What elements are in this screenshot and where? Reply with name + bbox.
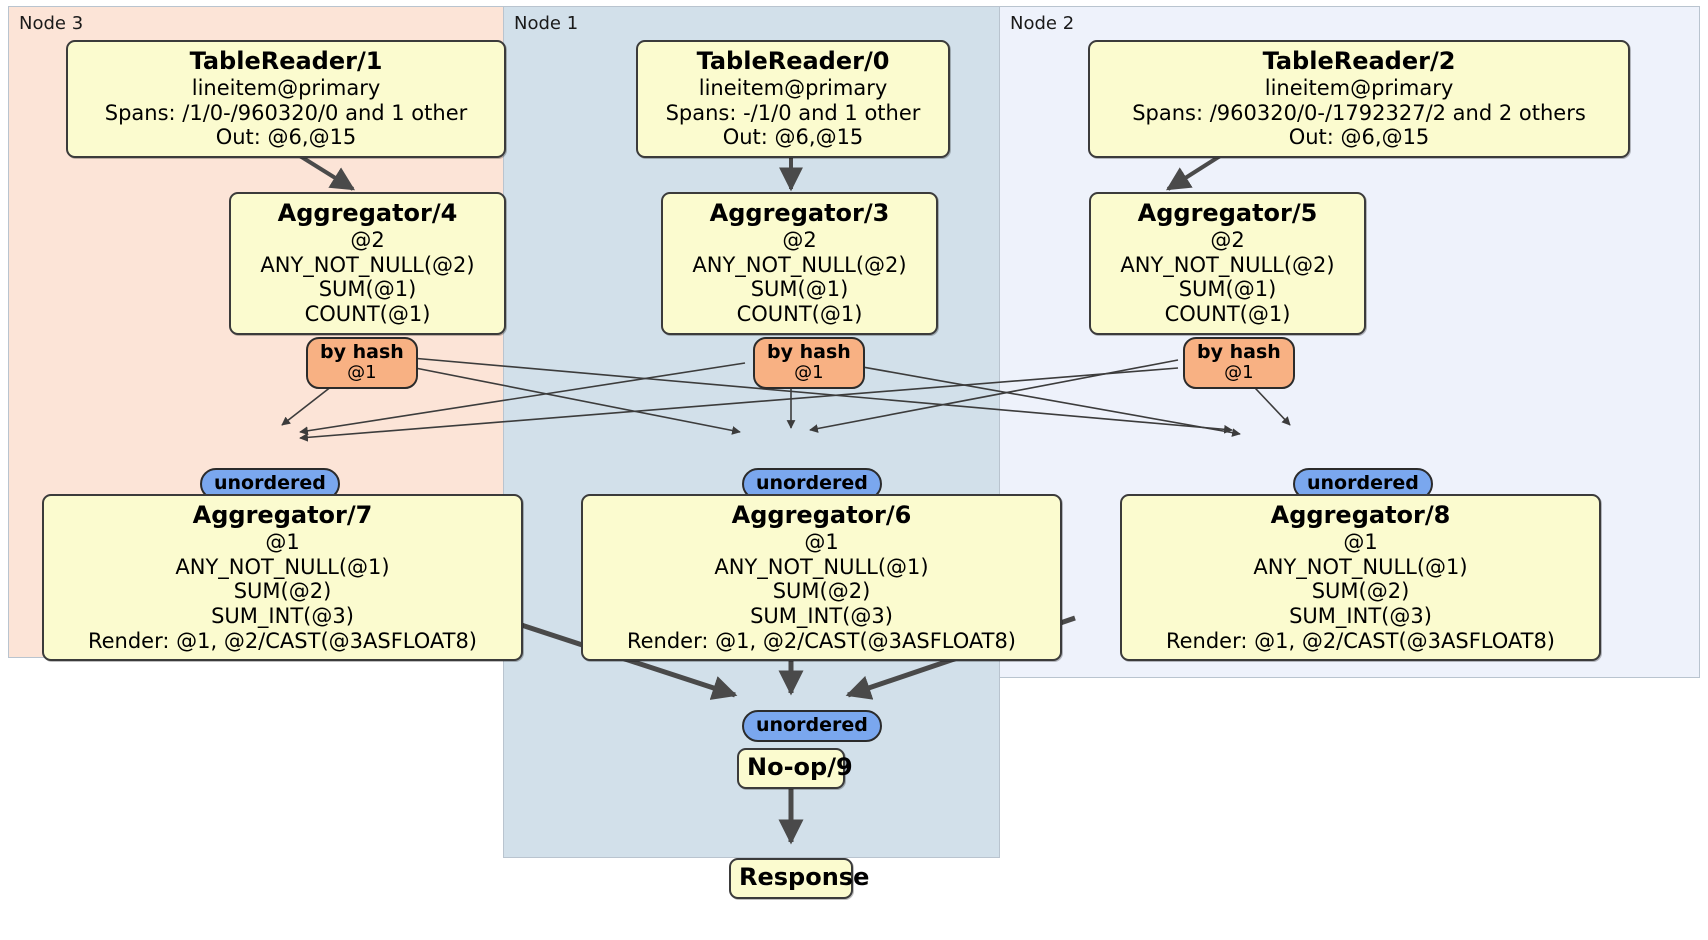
processor-detail-table: lineitem@primary bbox=[698, 76, 888, 101]
processor-detail-agg3: SUM_INT(@3) bbox=[750, 603, 893, 628]
processor-title: Aggregator/6 bbox=[731, 501, 912, 529]
processor-detail-out: Out: @6,@15 bbox=[722, 125, 864, 150]
router-column: @1 bbox=[347, 361, 377, 383]
processor-detail-spans: Spans: /1/0-/960320/0 and 1 other bbox=[104, 100, 468, 125]
processor-detail-groupcol: @1 bbox=[265, 530, 300, 555]
processor-tablereader-1[interactable]: TableReader/1 lineitem@primary Spans: /1… bbox=[66, 40, 506, 158]
router-by-hash-right[interactable]: by hash @1 bbox=[1183, 337, 1295, 389]
processor-title: Aggregator/8 bbox=[1270, 501, 1451, 529]
processor-detail-agg3: COUNT(@1) bbox=[1164, 301, 1291, 326]
processor-detail-agg3: SUM_INT(@3) bbox=[211, 603, 354, 628]
processor-detail-spans: Spans: -/1/0 and 1 other bbox=[665, 100, 921, 125]
processor-detail-agg2: SUM(@2) bbox=[1311, 579, 1410, 604]
processor-aggregator-8[interactable]: Aggregator/8 @1 ANY_NOT_NULL(@1) SUM(@2)… bbox=[1120, 494, 1601, 662]
processor-title: No-op/9 bbox=[747, 753, 853, 781]
processor-detail-groupcol: @1 bbox=[1343, 530, 1378, 555]
processor-aggregator-3[interactable]: Aggregator/3 @2 ANY_NOT_NULL(@2) SUM(@1)… bbox=[661, 192, 938, 335]
stream-title: unordered bbox=[214, 472, 326, 494]
processor-title: TableReader/0 bbox=[696, 47, 890, 75]
stream-unordered-final[interactable]: unordered bbox=[742, 710, 882, 742]
stream-title: unordered bbox=[1307, 472, 1419, 494]
processor-title: TableReader/2 bbox=[1262, 47, 1456, 75]
processor-no-op-9[interactable]: No-op/9 bbox=[737, 748, 853, 790]
processor-title: TableReader/1 bbox=[189, 47, 383, 75]
processor-detail-agg2: SUM(@1) bbox=[1178, 277, 1277, 302]
processor-title: Aggregator/3 bbox=[709, 199, 890, 227]
processor-detail-agg2: SUM(@2) bbox=[772, 579, 871, 604]
router-column: @1 bbox=[1224, 361, 1254, 383]
processor-detail-agg1: ANY_NOT_NULL(@1) bbox=[1253, 554, 1468, 579]
processor-aggregator-4[interactable]: Aggregator/4 @2 ANY_NOT_NULL(@2) SUM(@1)… bbox=[229, 192, 506, 335]
stream-title: unordered bbox=[756, 472, 868, 494]
processor-response[interactable]: Response bbox=[729, 858, 870, 900]
processor-detail-agg2: SUM(@1) bbox=[750, 277, 849, 302]
processor-detail-groupcol: @2 bbox=[782, 228, 817, 253]
router-by-hash-center[interactable]: by hash @1 bbox=[753, 337, 865, 389]
processor-detail-agg1: ANY_NOT_NULL(@2) bbox=[260, 252, 475, 277]
processor-detail-render: Render: @1, @2/CAST(@3ASFLOAT8) bbox=[87, 628, 478, 653]
processor-detail-agg2: SUM(@2) bbox=[233, 579, 332, 604]
router-title: by hash bbox=[767, 341, 851, 363]
stream-title: unordered bbox=[756, 714, 868, 736]
processor-detail-table: lineitem@primary bbox=[1264, 76, 1454, 101]
node-label-node-2: Node 2 bbox=[1010, 13, 1075, 34]
processor-aggregator-5[interactable]: Aggregator/5 @2 ANY_NOT_NULL(@2) SUM(@1)… bbox=[1089, 192, 1366, 335]
processor-title: Aggregator/5 bbox=[1137, 199, 1318, 227]
processor-detail-agg1: ANY_NOT_NULL(@1) bbox=[175, 554, 390, 579]
processor-detail-out: Out: @6,@15 bbox=[215, 125, 357, 150]
router-title: by hash bbox=[1197, 341, 1281, 363]
processor-tablereader-0[interactable]: TableReader/0 lineitem@primary Spans: -/… bbox=[636, 40, 950, 158]
processor-detail-agg1: ANY_NOT_NULL(@2) bbox=[1120, 252, 1335, 277]
processor-detail-agg2: SUM(@1) bbox=[318, 277, 417, 302]
processor-title: Aggregator/7 bbox=[192, 501, 373, 529]
router-title: by hash bbox=[320, 341, 404, 363]
processor-detail-table: lineitem@primary bbox=[191, 76, 381, 101]
processor-detail-spans: Spans: /960320/0-/1792327/2 and 2 others bbox=[1132, 100, 1586, 125]
processor-aggregator-6[interactable]: Aggregator/6 @1 ANY_NOT_NULL(@1) SUM(@2)… bbox=[581, 494, 1062, 662]
processor-detail-render: Render: @1, @2/CAST(@3ASFLOAT8) bbox=[1165, 628, 1556, 653]
processor-tablereader-2[interactable]: TableReader/2 lineitem@primary Spans: /9… bbox=[1088, 40, 1630, 158]
processor-detail-render: Render: @1, @2/CAST(@3ASFLOAT8) bbox=[626, 628, 1017, 653]
router-by-hash-left[interactable]: by hash @1 bbox=[306, 337, 418, 389]
processor-detail-out: Out: @6,@15 bbox=[1288, 125, 1430, 150]
processor-detail-agg1: ANY_NOT_NULL(@1) bbox=[714, 554, 929, 579]
node-label-node-3: Node 3 bbox=[19, 13, 84, 34]
processor-title: Aggregator/4 bbox=[277, 199, 458, 227]
processor-detail-agg3: COUNT(@1) bbox=[736, 301, 863, 326]
processor-aggregator-7[interactable]: Aggregator/7 @1 ANY_NOT_NULL(@1) SUM(@2)… bbox=[42, 494, 523, 662]
processor-detail-groupcol: @2 bbox=[350, 228, 385, 253]
processor-detail-groupcol: @2 bbox=[1210, 228, 1245, 253]
processor-detail-agg3: SUM_INT(@3) bbox=[1289, 603, 1432, 628]
processor-detail-agg1: ANY_NOT_NULL(@2) bbox=[692, 252, 907, 277]
processor-detail-groupcol: @1 bbox=[804, 530, 839, 555]
router-column: @1 bbox=[794, 361, 824, 383]
node-label-node-1: Node 1 bbox=[514, 13, 579, 34]
processor-detail-agg3: COUNT(@1) bbox=[304, 301, 431, 326]
processor-title: Response bbox=[739, 863, 870, 891]
